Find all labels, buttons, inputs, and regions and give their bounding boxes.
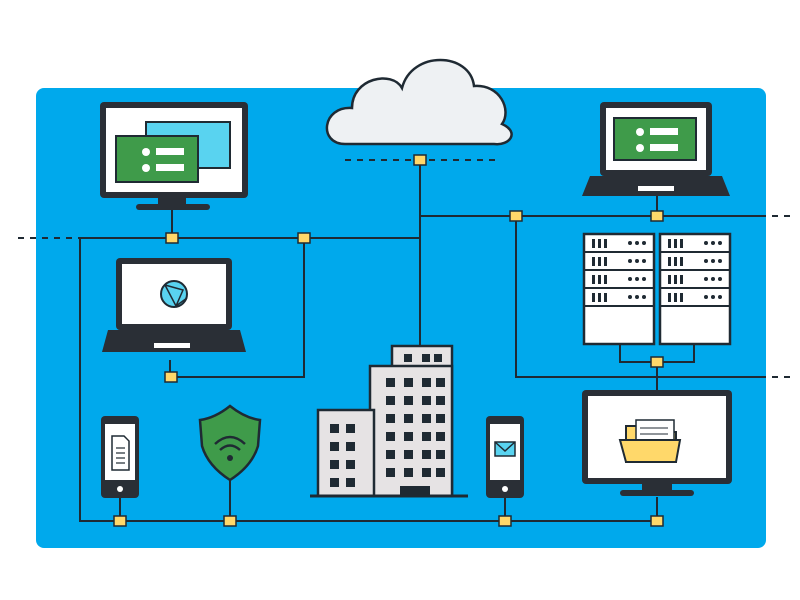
link <box>169 238 305 378</box>
connection-node <box>509 210 523 222</box>
link <box>515 216 765 378</box>
server-rack-icon <box>658 232 732 346</box>
connection-node <box>113 515 127 527</box>
connection-node <box>223 515 237 527</box>
connection-node <box>165 232 179 244</box>
laptop-login-icon <box>582 102 730 196</box>
desktop-monitor-login-icon <box>100 102 248 210</box>
connection-node <box>164 371 178 383</box>
connection-node <box>498 515 512 527</box>
cloud-icon <box>325 58 513 146</box>
connection-node <box>297 232 311 244</box>
connection-node <box>650 210 664 222</box>
connection-nodes <box>113 154 664 527</box>
wifi-shield-icon <box>198 404 262 482</box>
office-building-icon <box>310 344 468 498</box>
laptop-network-icon <box>102 258 246 352</box>
connection-node <box>650 515 664 527</box>
monitor-folder-icon <box>582 390 732 496</box>
phone-document-icon <box>101 416 139 498</box>
connection-node <box>413 154 427 166</box>
connection-node <box>650 356 664 368</box>
phone-mail-icon <box>486 416 524 498</box>
server-rack-icon <box>582 232 656 346</box>
link <box>79 238 657 522</box>
